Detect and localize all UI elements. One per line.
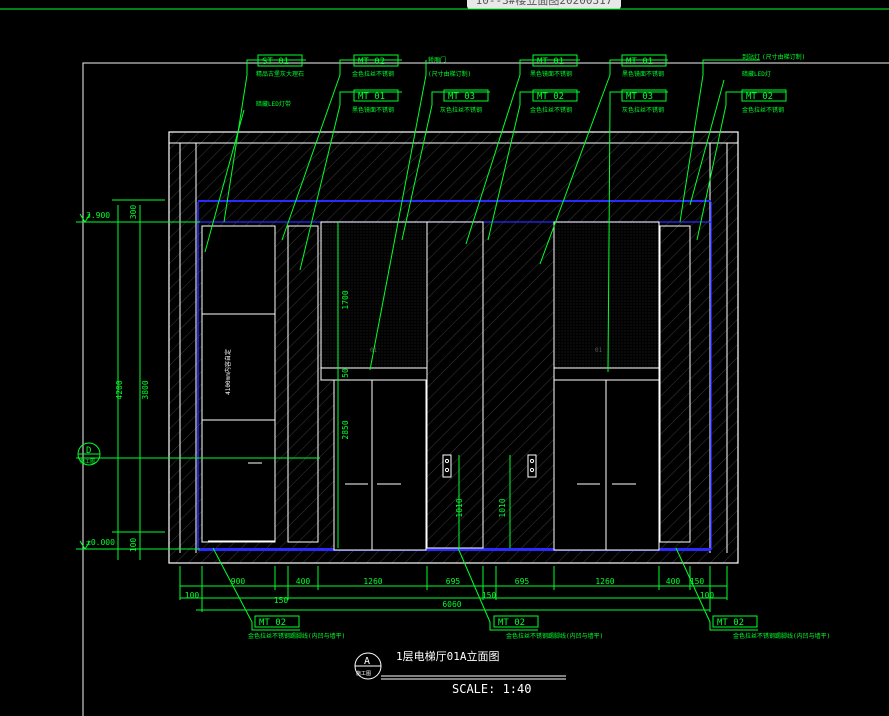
dim-outer: 4200 <box>115 380 124 399</box>
section-sub: 施工图 <box>80 458 95 465</box>
desc-arrival-light: 到站灯 <box>742 53 760 61</box>
dim-c4: 100 <box>700 591 715 600</box>
dim-bottom: 100 <box>129 538 138 553</box>
dim-b3: 1260 <box>363 577 382 586</box>
dim-b6: 1260 <box>595 577 614 586</box>
desc-mt01-a: 黑色镜面不锈钢 <box>530 70 572 78</box>
elevator-2-number: 01 <box>595 347 603 354</box>
dim-b2: 400 <box>296 577 311 586</box>
desc-mt03-a: 灰色拉丝不锈钢 <box>440 106 482 114</box>
desc-bottom-1: 金色拉丝不锈钢踢脚线(内凹与墙平) <box>248 632 345 640</box>
call-button-2[interactable] <box>527 454 537 478</box>
bottom-dims <box>179 566 728 612</box>
desc-mt03-b: 灰色拉丝不锈钢 <box>622 106 664 114</box>
title-marker-sub: 施工图 <box>356 670 371 677</box>
callout-mt01-b: MT 01 <box>626 57 653 67</box>
callout-descriptions: 精品古堡灰大理石 金色拉丝不锈钢 轿厢门 (尺寸由梯订制) 黑色镜面不锈钢 黑色… <box>256 53 805 114</box>
skirting-line <box>198 548 711 551</box>
desc-mt02-c: 金色拉丝不锈钢 <box>742 106 784 114</box>
dim-top: 300 <box>129 205 138 220</box>
title-marker-letter: A <box>364 656 370 667</box>
elevator-2-transom <box>553 367 660 381</box>
call-button-1[interactable] <box>442 454 452 478</box>
led-strip-line <box>198 200 711 202</box>
desc-mt01-b: 黑色镜面不锈钢 <box>622 70 664 78</box>
desc-car-door-note: (尺寸由梯订制) <box>428 70 471 78</box>
callout-bottom-2: MT 02 <box>498 618 525 628</box>
level-top: 3.900 <box>86 211 110 220</box>
level-markers <box>76 199 320 560</box>
center-column <box>426 221 484 549</box>
dim-button-1: 1010 <box>455 498 464 517</box>
desc-led-strip: 暗藏LED灯带 <box>256 100 291 108</box>
stone-panel <box>201 225 276 543</box>
dim-door: 2850 <box>341 420 350 439</box>
callout-mt02-c: MT 02 <box>746 92 773 102</box>
section-letter: D <box>86 446 91 456</box>
drawing-scale: SCALE: 1:40 <box>452 682 531 696</box>
desc-car-door: 轿厢门 <box>428 56 446 64</box>
callout-mt03-a: MT 03 <box>448 92 475 102</box>
callout-bottom-1: MT 02 <box>259 618 286 628</box>
dim-b5: 695 <box>515 577 530 586</box>
callout-tags-bottom: MT 02 MT 02 MT 02 <box>254 615 758 628</box>
elevator-1-door <box>333 379 427 551</box>
callout-st01: ST 01 <box>262 57 289 67</box>
desc-bottom-3: 金色拉丝不锈钢踢脚线(内凹与墙平) <box>733 632 830 640</box>
callout-mt02-top: MT 02 <box>358 57 385 67</box>
desc-hidden-led: 暗藏LED灯 <box>742 70 771 78</box>
callout-mt02-b: MT 02 <box>537 92 564 102</box>
dim-b1: 900 <box>231 577 246 586</box>
dim-inner: 3800 <box>141 380 150 399</box>
gold-jamb-left-1 <box>287 225 319 543</box>
dim-upper-panel: 1700 <box>341 290 350 309</box>
dim-b4: 695 <box>446 577 461 586</box>
callout-mt01-a: MT 01 <box>537 57 564 67</box>
elevator-2-upper-panel <box>553 221 660 373</box>
callout-bottom-3: MT 02 <box>717 618 744 628</box>
dim-transom: 50 <box>341 368 350 378</box>
drawing-tab[interactable]: 10--3#楼立面图20200317 <box>467 0 621 9</box>
drawing-title: 1层电梯厅01A立面图 <box>396 649 500 663</box>
desc-arrival-light-note: (尺寸由梯订制) <box>762 53 805 61</box>
callout-mt01-c: MT 01 <box>358 92 385 102</box>
level-bottom: ±0.000 <box>86 538 115 547</box>
dim-b7: 400 <box>666 577 681 586</box>
callout-leaders <box>204 59 786 631</box>
dim-c2: 150 <box>274 596 289 605</box>
elevator-1-transom <box>320 367 428 381</box>
dim-c1: 100 <box>185 591 200 600</box>
vertical-dims <box>337 222 511 548</box>
desc-mt02: 金色拉丝不锈钢 <box>352 70 394 78</box>
desc-bottom-2: 金色拉丝不锈钢踢脚线(内凹与墙平) <box>506 632 603 640</box>
desc-st01: 精品古堡灰大理石 <box>256 70 304 78</box>
dim-b8: 150 <box>690 577 705 586</box>
desc-mt01-c: 黑色镜面不锈钢 <box>352 106 394 114</box>
title-block: A 施工图 1层电梯厅01A立面图 SCALE: 1:40 <box>354 649 566 696</box>
gold-jamb-right-1 <box>659 225 691 543</box>
dim-total: 6060 <box>442 600 461 609</box>
dim-c3: 150 <box>482 591 497 600</box>
panel-note: 4100mm内容自定 <box>224 349 232 395</box>
desc-mt02-b: 金色拉丝不锈钢 <box>530 106 572 114</box>
dim-button-2: 1010 <box>498 498 507 517</box>
drawing-frame <box>82 62 889 716</box>
callout-tags-top: ST 01 MT 02 MT 01 MT 01 MT 01 MT 03 MT 0… <box>257 54 787 102</box>
callout-mt03-b: MT 03 <box>626 92 653 102</box>
